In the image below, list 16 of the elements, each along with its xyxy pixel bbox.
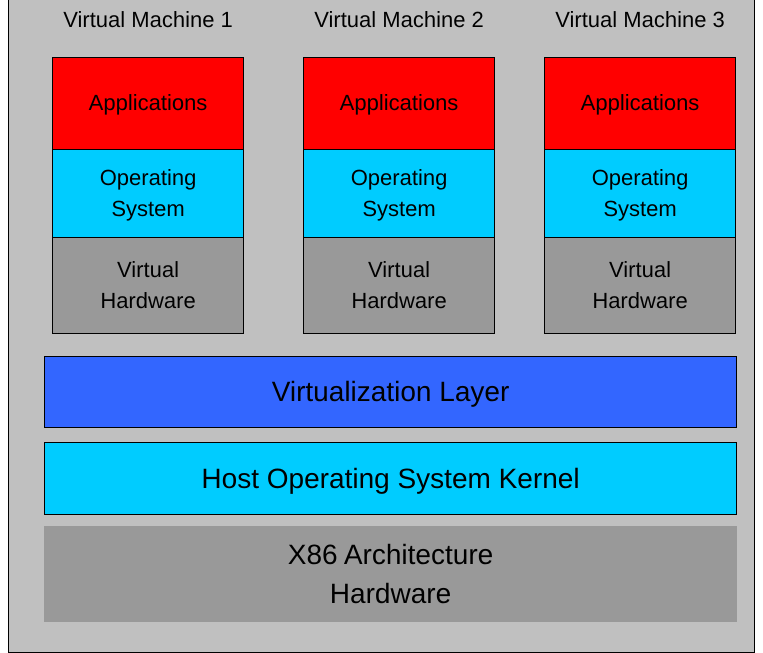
operating-system-box: Operating System	[303, 149, 495, 238]
virtual-hardware-box: Virtual Hardware	[303, 237, 495, 334]
applications-box: Applications	[544, 57, 736, 150]
operating-system-box: Operating System	[52, 149, 244, 238]
virtual-hardware-box: Virtual Hardware	[52, 237, 244, 334]
virtual-machine-heading: Virtual Machine 1	[62, 7, 234, 33]
host-kernel-band: Host Operating System Kernel	[44, 442, 737, 515]
applications-box: Applications	[52, 57, 244, 150]
system-background	[8, 0, 755, 653]
virtual-hardware-box: Virtual Hardware	[544, 237, 736, 334]
hardware-band: X86 Architecture Hardware	[44, 526, 737, 622]
virtual-machine-heading: Virtual Machine 2	[313, 7, 485, 33]
virtual-machine-heading: Virtual Machine 3	[554, 7, 726, 33]
virtualization-layer-band: Virtualization Layer	[44, 356, 737, 428]
operating-system-box: Operating System	[544, 149, 736, 238]
applications-box: Applications	[303, 57, 495, 150]
